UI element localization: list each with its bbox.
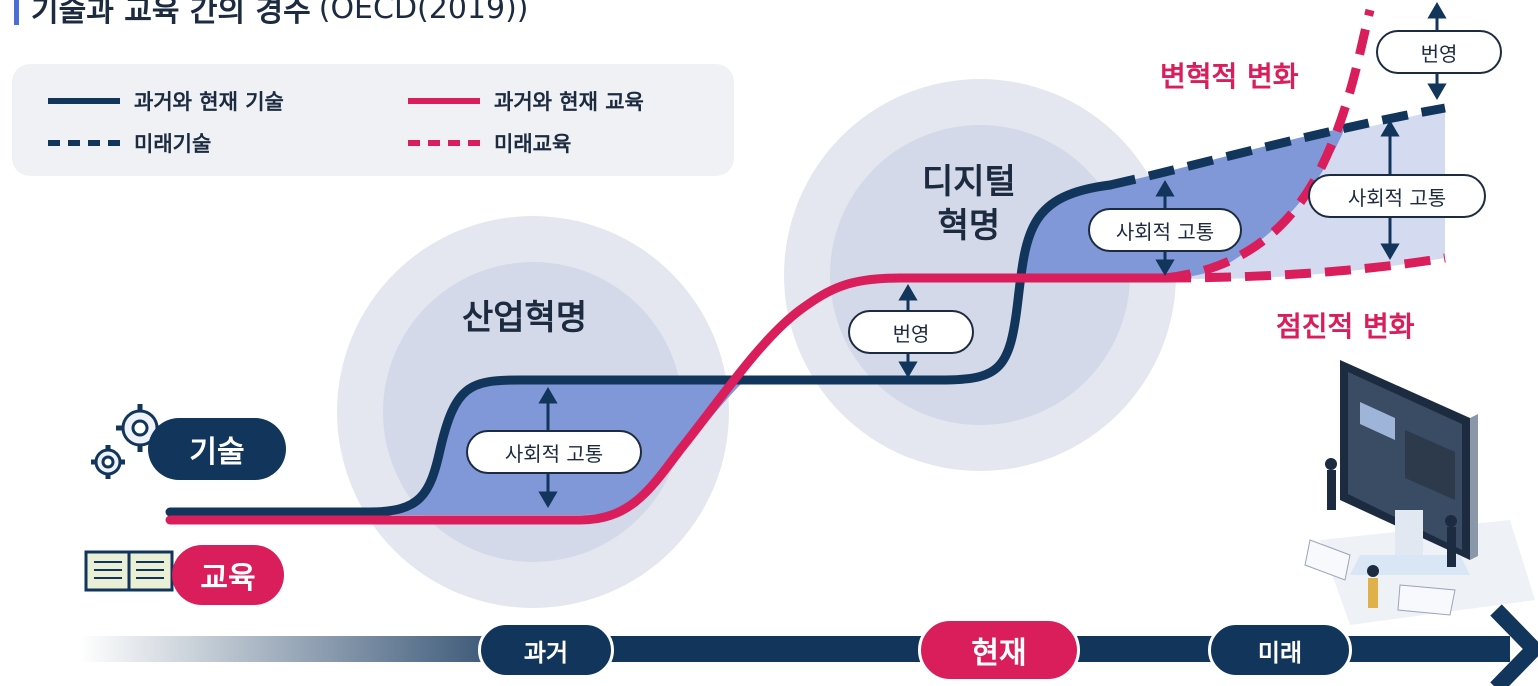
legend-item-past-present-tech: 과거와 현재 기술 [48,86,284,116]
timeline-present-pill: 현재 [918,618,1080,682]
title-accent-bar [14,0,19,25]
arrow-prosperity-digital [898,284,918,378]
timeline-future-pill: 미래 [1208,622,1352,678]
legend-label: 과거와 현재 기술 [134,90,284,114]
future-education-gradual-line [1164,253,1446,283]
legend-label: 미래교육 [494,132,572,156]
gradual-change-label: 점진적 변화 [1276,310,1415,343]
legend-item-past-present-edu: 과거와 현재 교육 [408,86,644,116]
book-icon [84,550,174,592]
timeline-past-label: 과거 [523,638,569,667]
transformative-change-label: 변혁적 변화 [1160,60,1299,93]
monitor-people-illustration [1304,360,1535,625]
timeline-arrowhead [1490,604,1538,686]
timeline-future-label: 미래 [1257,638,1303,667]
future-education-transformative-line [1164,8,1375,283]
prosperity-bubble-digital: 번영 [848,310,974,354]
technology-pill: 기술 [148,418,286,480]
education-line [165,273,1170,525]
legend-item-future-tech: 미래기술 [48,128,211,158]
education-pill: 교육 [172,545,284,605]
prosperity-bubble-future: 번영 [1376,30,1502,74]
social-pain-bubble-industrial: 사회적 고통 [466,430,642,474]
technology-label: 기술 [189,435,245,470]
legend-swatch-crimson-dashed [408,140,480,146]
digital-revolution-line1: 디지털 [922,162,1016,202]
legend-swatch-crimson-solid [408,98,480,104]
title-source: (OECD(2019)) [318,0,529,26]
timeline-past-pill: 과거 [478,622,614,678]
page-title: 기술과 교육 간의 경주 (OECD(2019)) [14,0,529,29]
future-technology-line [1109,103,1446,190]
legend-item-future-edu: 미래교육 [408,128,571,158]
education-label: 교육 [200,561,256,596]
title-main: 기술과 교육 간의 경주 [31,0,311,29]
digital-revolution-line2: 혁명 [937,206,1001,246]
timeline-present-label: 현재 [971,636,1027,671]
legend-swatch-navy-solid [48,98,120,104]
social-pain-bubble-future: 사회적 고통 [1308,174,1486,218]
gear-icon [91,404,164,479]
digital-revolution-label: 디지털 혁명 [922,160,1016,248]
legend-label: 미래기술 [134,132,212,156]
industrial-revolution-label: 산업혁명 [462,298,588,338]
legend-swatch-navy-dashed [48,140,120,146]
technology-line [165,180,1115,517]
legend: 과거와 현재 기술 미래기술 과거와 현재 교육 미래교육 [12,64,734,176]
social-pain-bubble-digital: 사회적 고통 [1088,208,1242,252]
legend-label: 과거와 현재 교육 [494,90,644,114]
